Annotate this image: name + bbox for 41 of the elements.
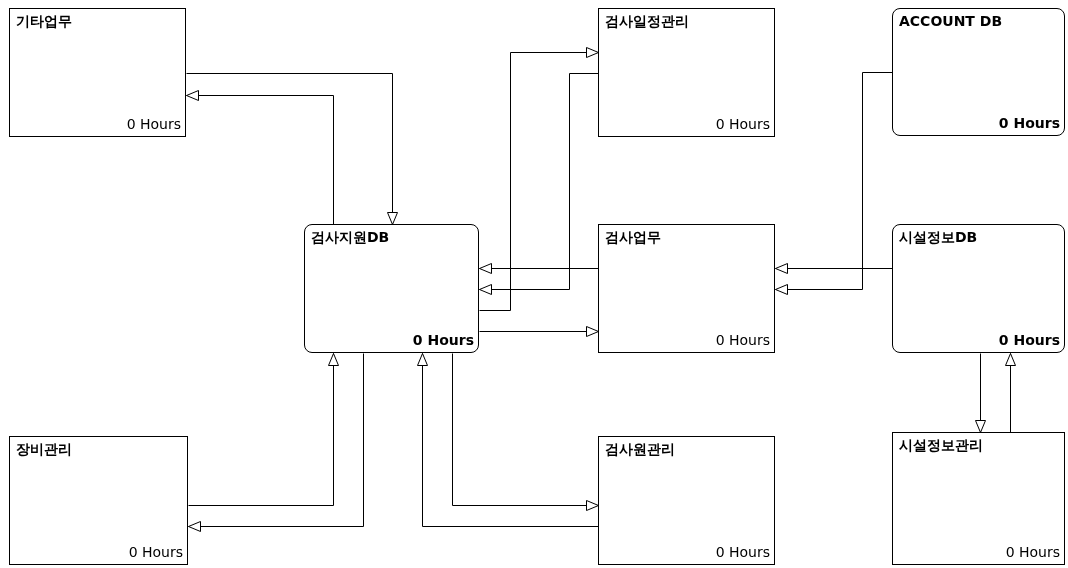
arrow	[186, 90, 334, 225]
node-title: 시설정보DB	[899, 229, 978, 247]
hours-label: 0 Hours	[1005, 544, 1060, 560]
hours-label: 0 Hours	[126, 116, 181, 132]
node-title: 검사원관리	[605, 441, 675, 459]
arrow	[479, 263, 599, 274]
arrow	[775, 263, 893, 274]
node-title: 검사지원DB	[311, 229, 390, 247]
process-box	[9, 436, 188, 565]
process-box	[598, 8, 775, 137]
arrow	[479, 73, 599, 295]
node-title: 검사일정관리	[605, 13, 689, 31]
arrow	[479, 47, 599, 311]
arrow	[479, 326, 599, 337]
rounded-box	[304, 224, 479, 353]
node-title: 기타업무	[16, 13, 72, 31]
node-title: 시설정보관리	[899, 437, 983, 455]
arrow	[417, 353, 599, 527]
node-title: 장비관리	[16, 441, 72, 459]
process-box	[598, 224, 775, 353]
arrow	[188, 353, 339, 506]
rounded-box	[892, 224, 1065, 353]
arrow	[186, 73, 398, 225]
hours-label: 0 Hours	[715, 332, 770, 348]
arrow	[452, 353, 599, 511]
arrow	[188, 353, 364, 532]
hours-label: 0 Hours	[715, 116, 770, 132]
node-title: ACCOUNT DB	[899, 13, 1003, 29]
process-box	[598, 436, 775, 565]
arrow	[975, 353, 986, 433]
process-box	[9, 8, 186, 137]
hours-label: 0 Hours	[128, 544, 183, 560]
hours-label: 0 Hours	[715, 544, 770, 560]
hours-label: 0 Hours	[998, 332, 1060, 348]
hours-label: 0 Hours	[998, 115, 1060, 131]
hours-label: 0 Hours	[412, 332, 474, 348]
arrow	[1005, 353, 1016, 433]
rounded-box	[892, 8, 1065, 136]
arrow	[775, 72, 893, 295]
node-title: 검사업무	[605, 229, 661, 247]
process-box	[892, 432, 1065, 565]
